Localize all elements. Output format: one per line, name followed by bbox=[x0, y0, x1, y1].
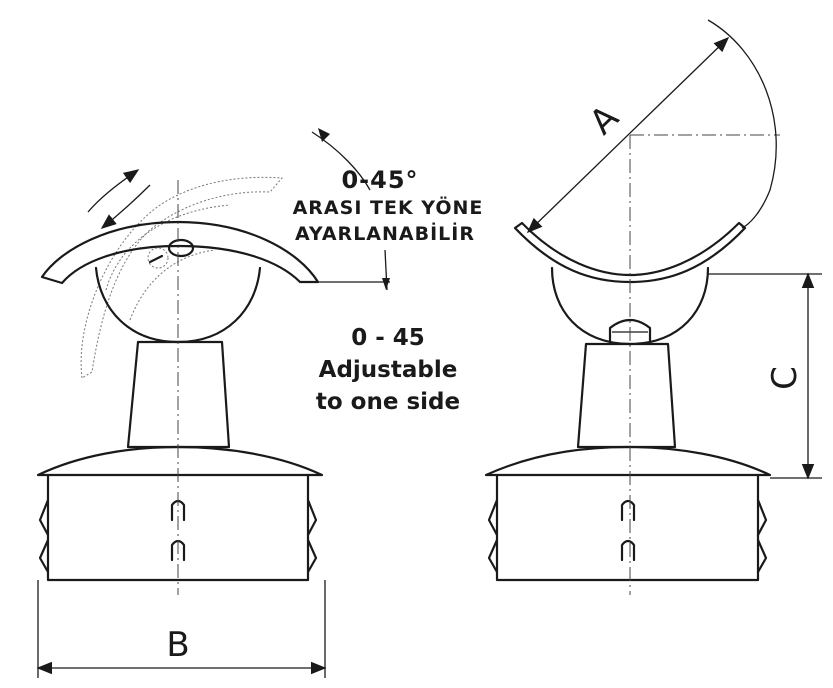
dimension-a-label: A bbox=[582, 98, 627, 143]
dimension-b-label: B bbox=[166, 625, 189, 665]
note-en-line1: 0 - 45 bbox=[351, 325, 425, 351]
dimension-c-label: C bbox=[765, 366, 805, 390]
note-en-line3: to one side bbox=[316, 389, 460, 415]
radius-arc bbox=[707, 19, 777, 229]
angle-arc-top bbox=[311, 131, 371, 191]
note-en-line2: Adjustable bbox=[319, 357, 458, 383]
slot-marks-right bbox=[620, 499, 636, 562]
dome-cap-right bbox=[484, 445, 772, 477]
saddle-right bbox=[513, 221, 747, 284]
left-view bbox=[36, 128, 390, 595]
note-english: 0 - 45 Adjustable to one side bbox=[316, 325, 460, 415]
note-tr-angle: 0-45° bbox=[341, 166, 418, 194]
saddle-left bbox=[40, 220, 320, 285]
dome-cap-left bbox=[36, 445, 324, 477]
fins-left bbox=[38, 498, 318, 574]
note-tr-line1: ARASI TEK YÖNE bbox=[293, 195, 484, 219]
right-view bbox=[484, 19, 780, 595]
neck-left bbox=[126, 340, 231, 449]
rotation-arrows bbox=[87, 169, 151, 229]
fins-right bbox=[487, 498, 768, 574]
neck-right bbox=[576, 342, 677, 449]
note-tr-line2: AYARLANABİLİR bbox=[295, 221, 475, 245]
base-body-right bbox=[495, 473, 760, 582]
stud-right bbox=[608, 318, 652, 344]
note-turkish: 0-45° ARASI TEK YÖNE AYARLANABİLİR bbox=[293, 166, 484, 245]
base-body-left bbox=[46, 473, 310, 582]
rotated-position-ghost bbox=[80, 176, 284, 379]
dimension-c: C bbox=[708, 272, 822, 480]
pivot-icon bbox=[147, 238, 195, 269]
dimension-b: B bbox=[36, 580, 327, 678]
